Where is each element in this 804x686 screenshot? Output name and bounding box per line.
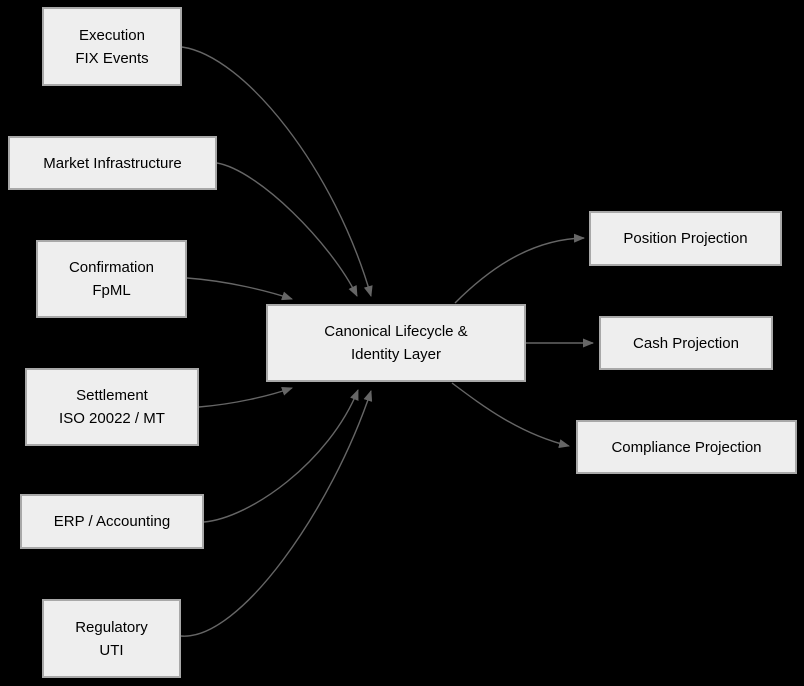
node-compliance-projection[interactable]: Compliance Projection	[576, 420, 797, 474]
node-label: Settlement ISO 20022 / MT	[59, 387, 165, 427]
edge-execution-to-hub	[181, 46, 373, 297]
node-erp-accounting[interactable]: ERP / Accounting	[20, 494, 204, 549]
node-execution-fix-events[interactable]: Execution FIX Events	[42, 7, 182, 86]
node-confirmation-fpml[interactable]: Confirmation FpML	[36, 240, 187, 318]
node-settlement-iso20022-mt[interactable]: Settlement ISO 20022 / MT	[25, 368, 199, 446]
node-label: Cash Projection	[633, 334, 739, 352]
node-market-infrastructure[interactable]: Market Infrastructure	[8, 136, 217, 190]
edge-regulatory-to-hub	[180, 390, 373, 637]
edge-hub-to-position	[454, 233, 585, 304]
edge-market-to-hub	[216, 162, 358, 297]
node-cash-projection[interactable]: Cash Projection	[599, 316, 773, 370]
node-label: Regulatory UTI	[75, 618, 148, 659]
edge-erp-to-hub	[203, 389, 359, 523]
node-canonical-lifecycle-identity-layer[interactable]: Canonical Lifecycle & Identity Layer	[266, 304, 526, 382]
node-label: Canonical Lifecycle & Identity Layer	[324, 323, 468, 363]
node-label: ERP / Accounting	[53, 513, 171, 530]
edge-hub-to-compliance	[451, 382, 570, 448]
node-label: Position Projection	[623, 230, 748, 247]
edge-confirmation-to-hub	[186, 277, 293, 301]
node-label: Confirmation FpML	[68, 259, 155, 299]
node-label: Market Infrastructure	[43, 154, 182, 172]
edge-settlement-to-hub	[198, 387, 293, 408]
node-position-projection[interactable]: Position Projection	[589, 211, 782, 266]
node-regulatory-uti[interactable]: Regulatory UTI	[42, 599, 181, 678]
node-label: Compliance Projection	[611, 438, 762, 456]
node-label: Execution FIX Events	[75, 26, 149, 67]
